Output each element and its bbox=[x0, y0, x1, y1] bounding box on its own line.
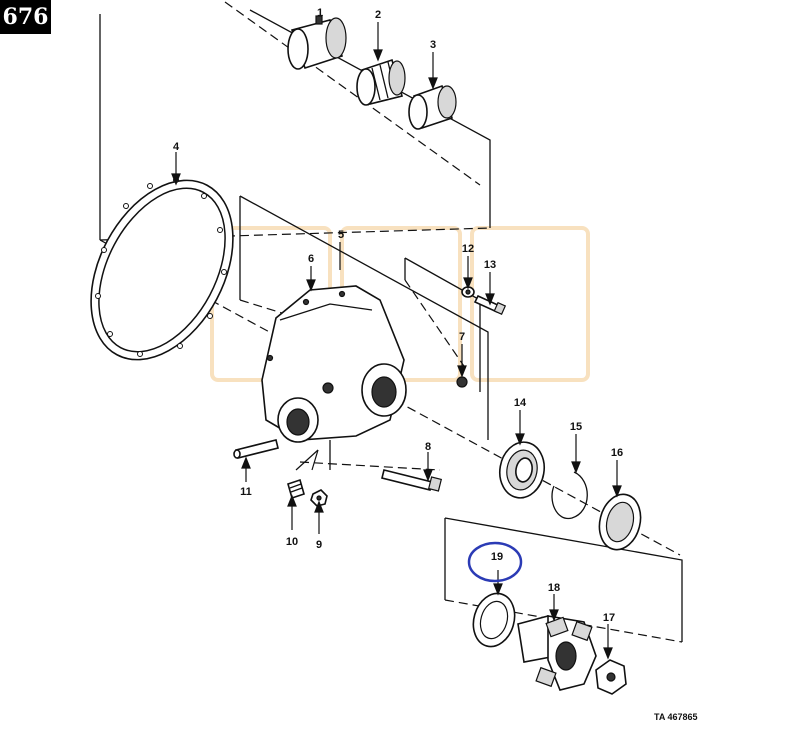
part-14-bearing bbox=[498, 441, 546, 499]
figure-id: TA 467865 bbox=[654, 712, 698, 722]
callout-6: 6 bbox=[308, 253, 314, 265]
callout-10: 10 bbox=[286, 536, 298, 548]
callout-11: 11 bbox=[240, 486, 252, 498]
leader-lines bbox=[171, 22, 622, 660]
callout-7: 7 bbox=[459, 331, 465, 343]
part-10-stud bbox=[287, 478, 305, 500]
callout-labels: 1 2 3 4 5 6 7 8 9 10 11 12 13 14 15 16 1… bbox=[173, 7, 623, 624]
callout-13: 13 bbox=[484, 259, 496, 271]
callout-12: 12 bbox=[462, 243, 474, 255]
part-6-housing bbox=[261, 285, 407, 443]
part-4-gasket bbox=[90, 177, 234, 361]
callout-16: 16 bbox=[611, 447, 623, 459]
part-18-flange bbox=[517, 615, 597, 691]
part-17-castle-nut bbox=[595, 659, 627, 695]
part-13-screw bbox=[473, 294, 507, 315]
part-8-bolt bbox=[381, 469, 443, 492]
callout-5: 5 bbox=[338, 229, 344, 241]
callout-19: 19 bbox=[491, 551, 503, 563]
callout-3: 3 bbox=[430, 39, 436, 51]
callout-14: 14 bbox=[514, 397, 527, 409]
callout-4: 4 bbox=[173, 141, 180, 153]
part-11-pin bbox=[233, 439, 279, 459]
part-3-sleeve bbox=[408, 84, 457, 130]
part-2-threaded-ring bbox=[356, 58, 406, 106]
callout-2: 2 bbox=[375, 9, 381, 21]
callout-8: 8 bbox=[425, 441, 431, 453]
callout-1: 1 bbox=[317, 7, 323, 19]
page-number-badge: 676 bbox=[0, 0, 51, 34]
callout-17: 17 bbox=[603, 612, 615, 624]
callout-15: 15 bbox=[570, 421, 582, 433]
part-15-snap-ring bbox=[551, 471, 588, 519]
callout-9: 9 bbox=[316, 539, 322, 551]
part-1-bushing bbox=[287, 15, 347, 70]
part-19-ring bbox=[472, 592, 516, 648]
part-12-washer bbox=[461, 286, 475, 298]
part-7-plug bbox=[456, 376, 468, 388]
callout-18: 18 bbox=[548, 582, 560, 594]
highlight-circle bbox=[467, 541, 523, 583]
part-9-nut bbox=[310, 489, 328, 507]
part-16-seal bbox=[598, 493, 642, 551]
